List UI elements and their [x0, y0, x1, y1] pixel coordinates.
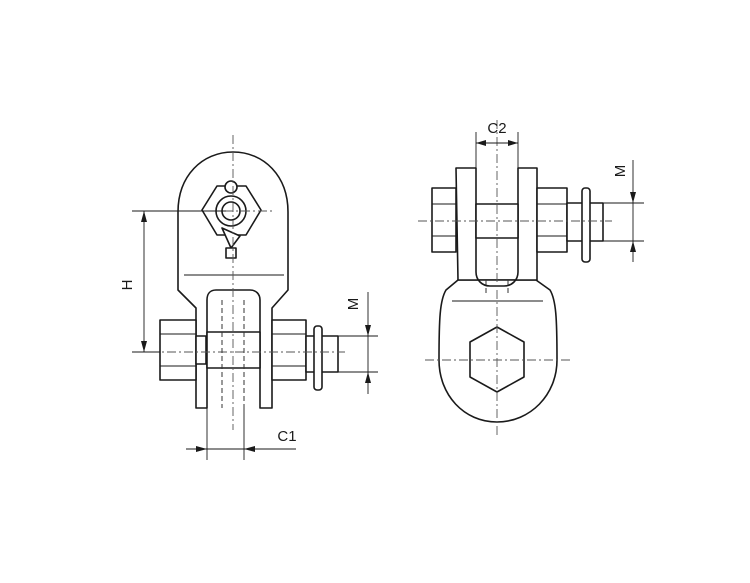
h-label: H [119, 280, 136, 291]
c2-arrow-left [476, 140, 486, 146]
c1-arrow-left [196, 446, 207, 452]
right-cotter-pin [581, 187, 591, 263]
left-cotter-head [224, 180, 238, 194]
left-view: H M C1 [119, 135, 378, 460]
h-arrow-bottom [141, 341, 147, 352]
m-left-arrow-top [365, 325, 371, 336]
m-right-arrow-top [630, 192, 636, 203]
m-left-label: M [345, 298, 362, 311]
left-bolt-head [159, 319, 197, 381]
c1-label: C1 [277, 428, 296, 445]
h-arrow-top [141, 211, 147, 222]
left-bolt-shank [195, 335, 207, 365]
m-right-label: M [612, 165, 629, 178]
left-cotter-tail [221, 227, 241, 249]
left-cotter-pin [313, 325, 323, 391]
c1-arrow-right [244, 446, 255, 452]
c2-label: C2 [487, 120, 506, 137]
right-nut [536, 187, 568, 253]
m-right-arrow-bottom [630, 241, 636, 252]
right-bolt-head [431, 187, 457, 253]
left-nut [271, 319, 307, 381]
m-left-arrow-bottom [365, 372, 371, 383]
c2-arrow-right [508, 140, 518, 146]
left-bolt-mid [206, 331, 261, 369]
right-view: C2 M [418, 120, 644, 436]
left-pin-stub [225, 247, 237, 259]
